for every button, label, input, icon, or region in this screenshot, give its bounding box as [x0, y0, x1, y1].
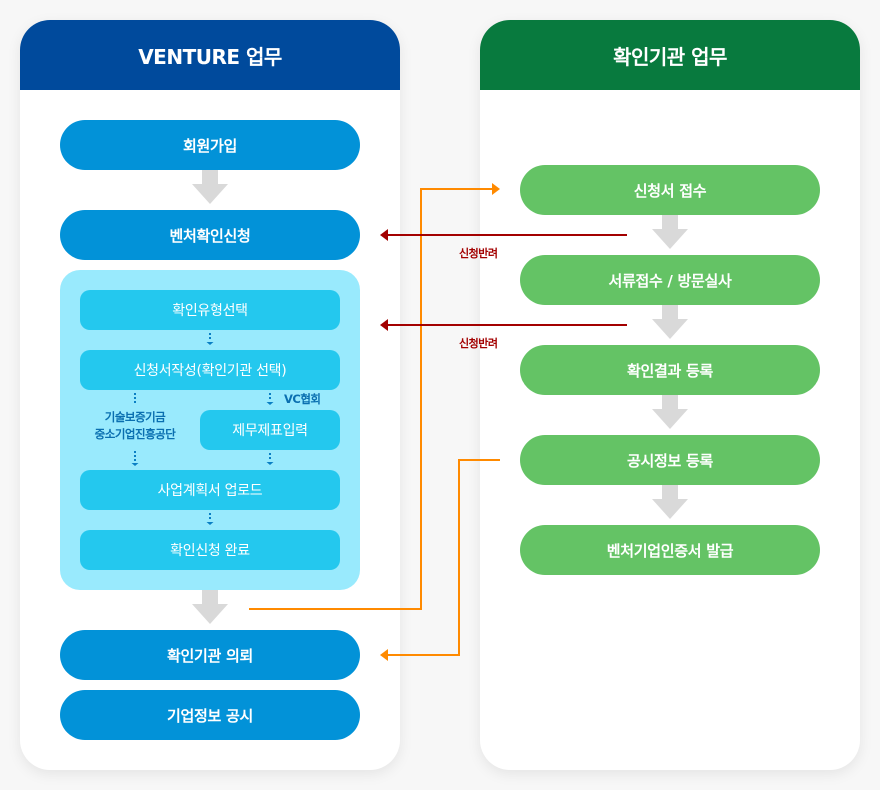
- arrowhead-right-icon: [492, 183, 500, 195]
- step-register-result: 확인결과 등록: [520, 345, 820, 395]
- arrowhead-left-icon: [380, 649, 388, 661]
- step-receive-application: 신청서 접수: [520, 165, 820, 215]
- step-document-review: 서류접수 / 방문실사: [520, 255, 820, 305]
- dotted-arrow-icon: [266, 393, 274, 405]
- dotted-arrow-icon: [206, 513, 214, 525]
- reject-label-2: 신청반려: [459, 337, 498, 350]
- substep-application-complete: 확인신청 완료: [80, 530, 340, 570]
- flow-line-submit: [249, 188, 492, 610]
- branch-label-kibo: 기술보증기금: [104, 410, 166, 424]
- step-disclose-company-info: 기업정보 공시: [60, 690, 360, 740]
- venture-panel-title: VENTURE 업무: [20, 20, 400, 90]
- institution-panel-title: 확인기관 업무: [480, 20, 860, 90]
- institution-panel: 확인기관 업무: [480, 20, 860, 770]
- down-arrow-icon: [652, 395, 688, 429]
- dotted-arrow-icon: [131, 451, 139, 466]
- dotted-arrow-icon: [206, 333, 214, 345]
- down-arrow-icon: [652, 485, 688, 519]
- down-arrow-icon: [192, 170, 228, 204]
- dotted-arrow-icon: [266, 453, 274, 465]
- substep-select-type: 확인유형선택: [80, 290, 340, 330]
- arrowhead-left-icon: [380, 229, 388, 241]
- down-arrow-icon: [192, 590, 228, 624]
- branch-right-label: VC협회: [284, 392, 321, 406]
- reject-label-1: 신청반려: [459, 247, 498, 260]
- branch-left-label: 기술보증기금 중소기업진흥공단: [80, 409, 190, 443]
- step-venture-application: 벤처확인신청: [60, 210, 360, 260]
- step-member-signup: 회원가입: [60, 120, 360, 170]
- step-register-disclosure: 공시정보 등록: [520, 435, 820, 485]
- down-arrow-icon: [652, 215, 688, 249]
- down-arrow-icon: [652, 305, 688, 339]
- substep-upload-business-plan: 사업계획서 업로드: [80, 470, 340, 510]
- dotted-line-icon: [134, 393, 136, 403]
- arrowhead-left-icon: [380, 319, 388, 331]
- branch-label-sbc: 중소기업진흥공단: [94, 427, 176, 441]
- flow-line-disclosure: [388, 459, 500, 656]
- step-request-institution: 확인기관 의뢰: [60, 630, 360, 680]
- step-issue-certificate: 벤처기업인증서 발급: [520, 525, 820, 575]
- substep-write-application: 신청서작성(확인기관 선택): [80, 350, 340, 390]
- substep-financial-input: 제무제표입력: [200, 410, 340, 450]
